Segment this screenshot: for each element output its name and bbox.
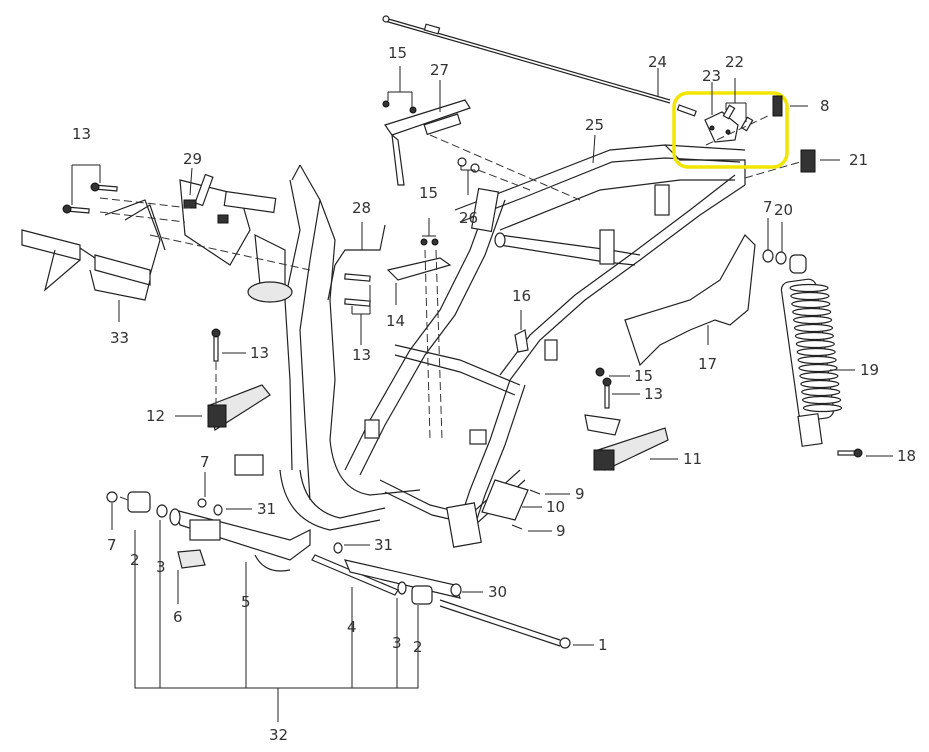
- callout-4: 4: [347, 618, 357, 636]
- callout-15-upper: 15: [388, 44, 407, 62]
- callout-15-right: 15: [634, 367, 653, 385]
- callout-13-bracket: 13: [352, 346, 371, 364]
- callout-7-shock: 7: [763, 198, 773, 216]
- spring-coil: [790, 291, 830, 301]
- callout-32: 32: [269, 726, 288, 744]
- callout-24: 24: [648, 53, 667, 71]
- callout-7-hanger: 7: [200, 453, 210, 471]
- rear-shock-absorber: [762, 249, 863, 458]
- footrest-left: [207, 328, 271, 431]
- callout-3-right: 3: [392, 634, 402, 652]
- spring-coil: [800, 379, 840, 389]
- spring-coil: [793, 323, 834, 333]
- spring-coil: [795, 339, 835, 349]
- callout-1: 1: [598, 636, 608, 654]
- head-bracket: [179, 173, 293, 303]
- callout-33: 33: [110, 329, 129, 347]
- seat-latch: [676, 104, 771, 146]
- highlight-box: [672, 91, 789, 169]
- callout-27: 27: [430, 61, 449, 79]
- spring-coil: [801, 395, 842, 405]
- callout-2-right: 2: [413, 638, 423, 656]
- callout-9-upper: 9: [575, 485, 585, 503]
- callout-6: 6: [173, 608, 183, 626]
- callout-2-left: 2: [130, 551, 140, 569]
- callout-25: 25: [585, 116, 604, 134]
- spring-coil: [792, 307, 832, 317]
- leader-lines: [71, 66, 893, 722]
- spring-coil: [789, 283, 829, 293]
- callout-31-lower: 31: [374, 536, 393, 554]
- callout-17: 17: [698, 355, 717, 373]
- callout-20: 20: [774, 201, 793, 219]
- clip: [514, 329, 529, 353]
- spring-coil: [791, 299, 831, 309]
- callout-26: 26: [459, 209, 478, 227]
- callout-10: 10: [546, 498, 565, 516]
- callout-8: 8: [820, 97, 830, 115]
- spring-coil: [798, 363, 838, 373]
- main-frame: [234, 144, 746, 548]
- callout-31-upper: 31: [257, 500, 276, 518]
- bracket-plate: [481, 479, 529, 521]
- callout-labels: 13 29 33 15 27 24 23 22 8 21 25 26 15 28…: [72, 44, 916, 744]
- callout-18: 18: [897, 447, 916, 465]
- callout-28: 28: [352, 199, 371, 217]
- rubber-pad: [772, 95, 783, 117]
- callout-9-lower: 9: [556, 522, 566, 540]
- callout-13-right: 13: [644, 385, 663, 403]
- callout-5: 5: [241, 593, 251, 611]
- callout-11: 11: [683, 450, 702, 468]
- callout-29: 29: [183, 150, 202, 168]
- bracket: [386, 257, 452, 281]
- callout-13-rack: 13: [72, 125, 91, 143]
- spring-coil: [796, 347, 836, 357]
- callout-19: 19: [860, 361, 879, 379]
- nut-26a: [457, 157, 467, 167]
- callout-22: 22: [725, 53, 744, 71]
- rubber-block: [800, 149, 816, 173]
- front-carrier: [21, 199, 166, 301]
- callout-12: 12: [146, 407, 165, 425]
- callout-13-left: 13: [250, 344, 269, 362]
- spring-coil: [801, 387, 841, 397]
- bracket-wire: [327, 224, 386, 301]
- callout-30: 30: [488, 583, 507, 601]
- engine-hanger-assembly: [106, 491, 571, 649]
- callout-3-left: 3: [156, 558, 166, 576]
- seat-cable: [382, 15, 671, 104]
- callout-23: 23: [702, 67, 721, 85]
- mud-guard: [624, 234, 756, 367]
- spring-coil: [799, 371, 839, 381]
- footrest-right: [584, 367, 669, 471]
- spring-coil: [792, 315, 833, 325]
- bracket-upper: [382, 99, 581, 201]
- spring-coil: [797, 355, 837, 365]
- callout-21: 21: [849, 151, 868, 169]
- callout-16: 16: [512, 287, 531, 305]
- spring-coil: [794, 331, 835, 341]
- callout-14: 14: [386, 312, 405, 330]
- spring-coil: [802, 403, 843, 413]
- callout-15-mid: 15: [419, 184, 438, 202]
- callout-7-left: 7: [107, 536, 117, 554]
